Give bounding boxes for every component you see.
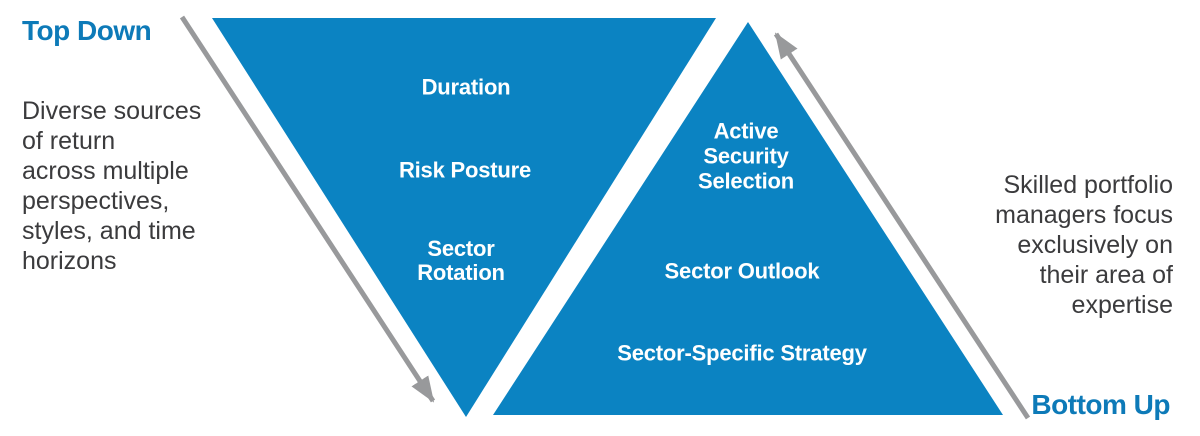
triangle-item-active-security-selection: Active Security Selection [697, 118, 795, 194]
bottom-up-description: Skilled portfolio managers focus exclusi… [995, 171, 1173, 319]
top-down-description: Diverse sources of return across multipl… [22, 97, 202, 275]
bottom-up-arrow-icon [773, 32, 1031, 420]
top-down-arrow-icon [179, 15, 436, 403]
triangle-item-sector-specific-strategy: Sector-Specific Strategy [617, 340, 867, 366]
bottom-up-label: Bottom Up [1031, 389, 1170, 420]
triangle-item-sector-rotation: Sector Rotation [417, 236, 505, 285]
triangle-item-duration: Duration [421, 74, 511, 100]
triangle-item-risk-posture: Risk Posture [398, 157, 532, 183]
triangle-item-sector-outlook: Sector Outlook [664, 258, 820, 284]
bottom-up-triangle [493, 22, 1003, 415]
top-down-label: Top Down [22, 15, 152, 46]
top-down-triangle [212, 18, 716, 417]
